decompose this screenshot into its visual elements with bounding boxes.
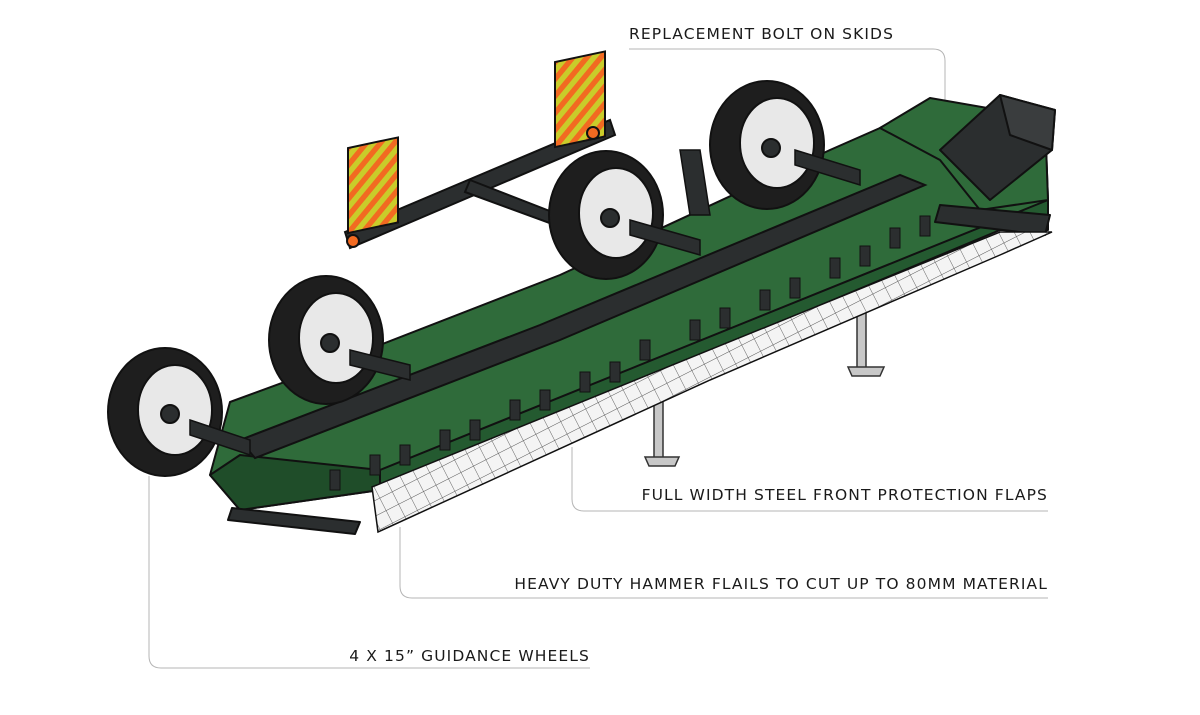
wheel-2 (268, 275, 384, 405)
wheel-arms (189, 148, 861, 457)
leader-lines (148, 48, 1048, 669)
wheel-4 (709, 80, 825, 210)
callout-replacement-skids: REPLACEMENT BOLT ON SKIDS (629, 25, 895, 43)
wheel-3 (548, 150, 664, 280)
callout-guidance-wheels: 4 X 15” GUIDANCE WHEELS (349, 647, 590, 665)
wheel-1 (107, 347, 223, 477)
leader-line-flails (399, 527, 1048, 599)
hazard-boom (343, 50, 617, 250)
hazard-board-left (347, 136, 399, 235)
callout-hammer-flails: HEAVY DUTY HAMMER FLAILS TO CUT UP TO 80… (514, 575, 1048, 593)
rear-rail (238, 173, 928, 460)
hammer-flails (329, 215, 931, 491)
leader-line-wheels (148, 476, 590, 669)
callout-protection-flaps: FULL WIDTH STEEL FRONT PROTECTION FLAPS (641, 486, 1048, 504)
leader-line-skids (629, 48, 946, 205)
front-protection-flaps (371, 231, 1053, 534)
leader-line-flaps (571, 447, 1048, 512)
hazard-board-right (554, 50, 606, 149)
